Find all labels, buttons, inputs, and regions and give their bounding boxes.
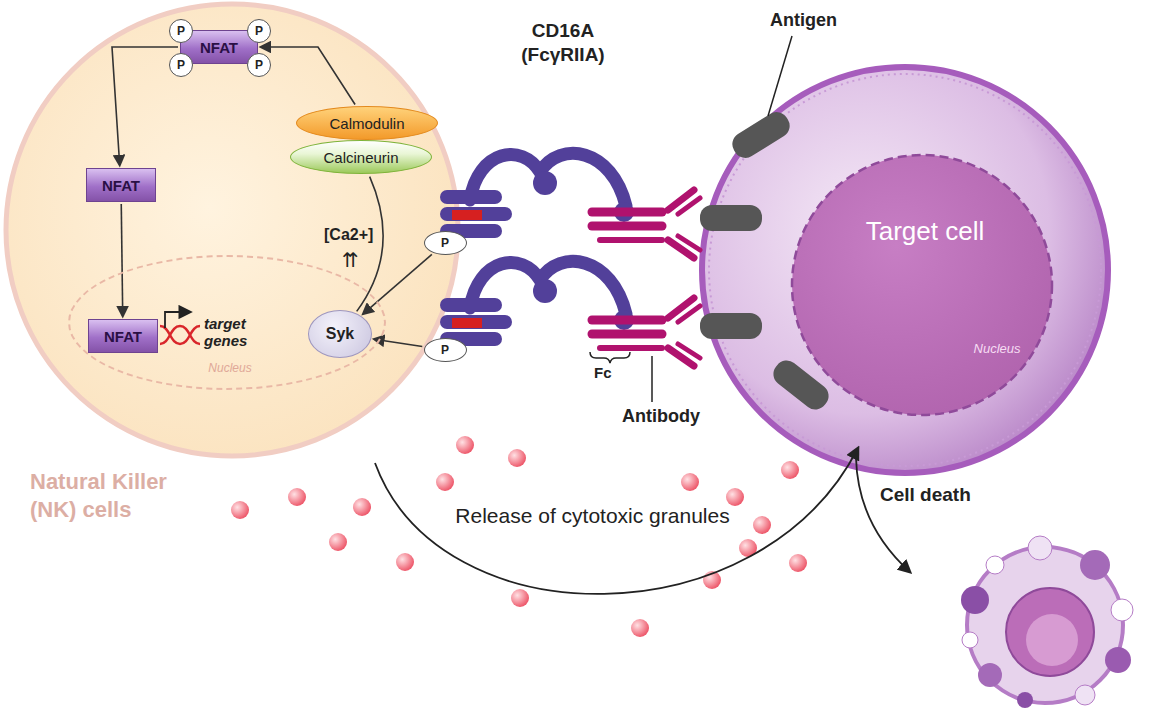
diagram-label: Fc xyxy=(594,364,634,381)
dna-helix xyxy=(160,326,200,344)
diagram-label: Release of cytotoxic granules xyxy=(455,503,730,529)
antibody-leader xyxy=(651,356,653,402)
node-text: Calmodulin xyxy=(329,115,404,132)
node-text: NFAT xyxy=(200,39,238,56)
cell-death-arrow xyxy=(856,458,910,572)
target-nucleus xyxy=(792,155,1052,415)
connector-arrow xyxy=(357,177,383,312)
diagram-label: ⇈ xyxy=(342,248,366,272)
connector-arrow xyxy=(374,339,422,346)
diagram-label: [Ca2+] xyxy=(324,226,388,244)
connector-arrow xyxy=(363,254,432,313)
node-text: Natural Killer (NK) cells xyxy=(30,468,205,523)
nfat-box: NFAT xyxy=(86,168,156,202)
fc-bracket xyxy=(590,352,630,363)
release-arrow xyxy=(375,448,858,594)
phospho-circle-label: P xyxy=(247,19,271,43)
node-text: Calcineurin xyxy=(323,149,398,166)
target-cell-membrane xyxy=(702,67,1108,473)
antibody xyxy=(592,190,700,258)
transcription-arrow xyxy=(165,312,190,328)
nfat-nuclear-box: NFAT xyxy=(88,319,158,353)
node-text: NFAT xyxy=(104,328,142,345)
antigens xyxy=(700,108,833,415)
phospho-circle: P xyxy=(424,338,467,362)
diagram-label: Antibody xyxy=(622,406,722,427)
nk-cell: Natural Killer (NK) cells NFAT CalmodulinC… xyxy=(0,0,465,540)
node-text: P xyxy=(441,236,449,250)
node-text: P xyxy=(441,343,449,357)
diagram-label: Antigen xyxy=(770,10,860,31)
phospho-circle-label: P xyxy=(169,19,193,43)
node-text: NFAT xyxy=(102,177,140,194)
node-text: Target cell xyxy=(860,217,990,247)
syk-circle: Syk xyxy=(308,310,372,358)
node-text: Nucleus xyxy=(190,361,270,375)
connector-arrow xyxy=(261,47,355,105)
calcineurin-oval: Calcineurin xyxy=(290,140,432,174)
target-cell: Target cellNucleus xyxy=(700,65,1110,475)
diagram-label: target genes xyxy=(204,316,274,349)
diagram-label: Cell death xyxy=(880,484,1010,506)
cytotoxic-granules xyxy=(231,436,807,637)
phospho-circle: P xyxy=(424,231,467,255)
calmodulin-oval: Calmodulin xyxy=(296,106,438,140)
phospho-circle-label: P xyxy=(169,53,193,77)
antigen-leader xyxy=(768,36,792,116)
target-cell-membrane-dots xyxy=(709,74,1101,466)
node-text: Nucleus xyxy=(962,341,1032,356)
diagram-label: CD16A xyxy=(508,20,618,42)
node-text: Syk xyxy=(326,325,354,343)
phospho-circle-label: P xyxy=(247,53,271,77)
nk-cell-membrane xyxy=(6,4,458,456)
dying-cell xyxy=(961,536,1133,708)
diagram-label: (FcγRIIA) xyxy=(503,44,623,66)
connector-arrow xyxy=(121,204,122,316)
